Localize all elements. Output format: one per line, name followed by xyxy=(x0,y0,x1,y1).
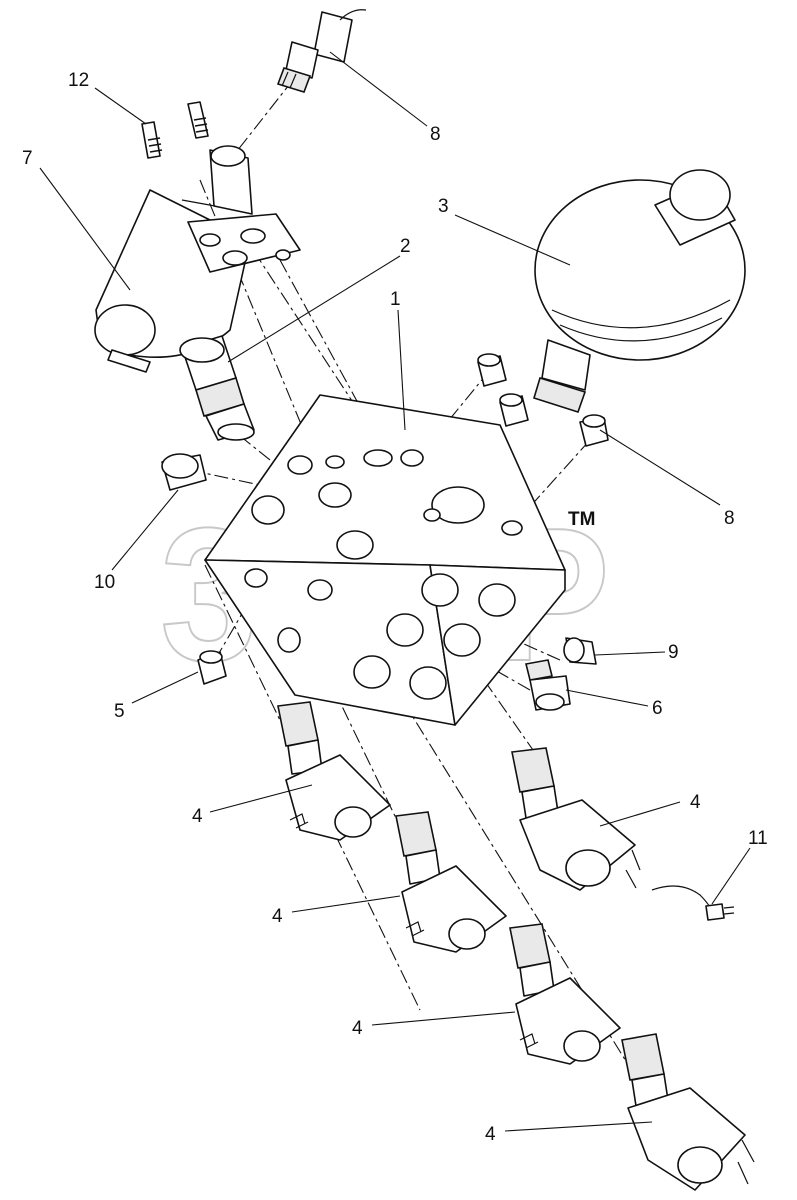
callout-2: 2 xyxy=(400,236,411,257)
callout-11: 11 xyxy=(748,828,768,849)
solenoid-valve-5 xyxy=(621,1033,755,1191)
solenoid-valve-1 xyxy=(277,701,391,841)
callout-8-left: 5 xyxy=(114,701,125,722)
plug-fittings xyxy=(161,353,609,711)
callout-6: 7 xyxy=(22,148,33,169)
wire-connector-part-11 xyxy=(651,885,735,921)
callout-leader-lines xyxy=(39,51,751,1132)
watermark-trademark: TM xyxy=(568,509,595,530)
motor-part-6 xyxy=(94,145,301,373)
callout-4-c: 4 xyxy=(272,906,283,927)
callout-9: 9 xyxy=(668,642,679,663)
callout-3: 3 xyxy=(438,196,449,217)
callout-4-b: 4 xyxy=(690,792,701,813)
callout-5: 6 xyxy=(652,698,663,719)
callout-labels: 12 7 8 3 2 1 8 10 9 6 5 4 4 11 4 4 4 xyxy=(22,70,768,1145)
solenoid-valve-2 xyxy=(395,811,507,953)
callout-12: 12 xyxy=(68,70,89,91)
solenoid-valve-3 xyxy=(509,923,621,1065)
callout-1: 1 xyxy=(390,289,401,310)
callout-4-e: 4 xyxy=(485,1124,496,1145)
pressure-switch-part-7 xyxy=(276,9,367,93)
callout-10: 10 xyxy=(94,572,115,593)
solenoid-valve-4 xyxy=(511,747,641,891)
callout-8-right: 8 xyxy=(724,508,735,529)
callout-4-d: 4 xyxy=(352,1018,363,1039)
accumulator-part-3 xyxy=(533,169,746,413)
callout-7: 8 xyxy=(430,124,441,145)
manifold-block-part-1 xyxy=(204,394,566,726)
cartridge-valve-part-2 xyxy=(179,335,255,441)
screws-part-12 xyxy=(141,101,209,159)
callout-4-a: 4 xyxy=(192,806,203,827)
